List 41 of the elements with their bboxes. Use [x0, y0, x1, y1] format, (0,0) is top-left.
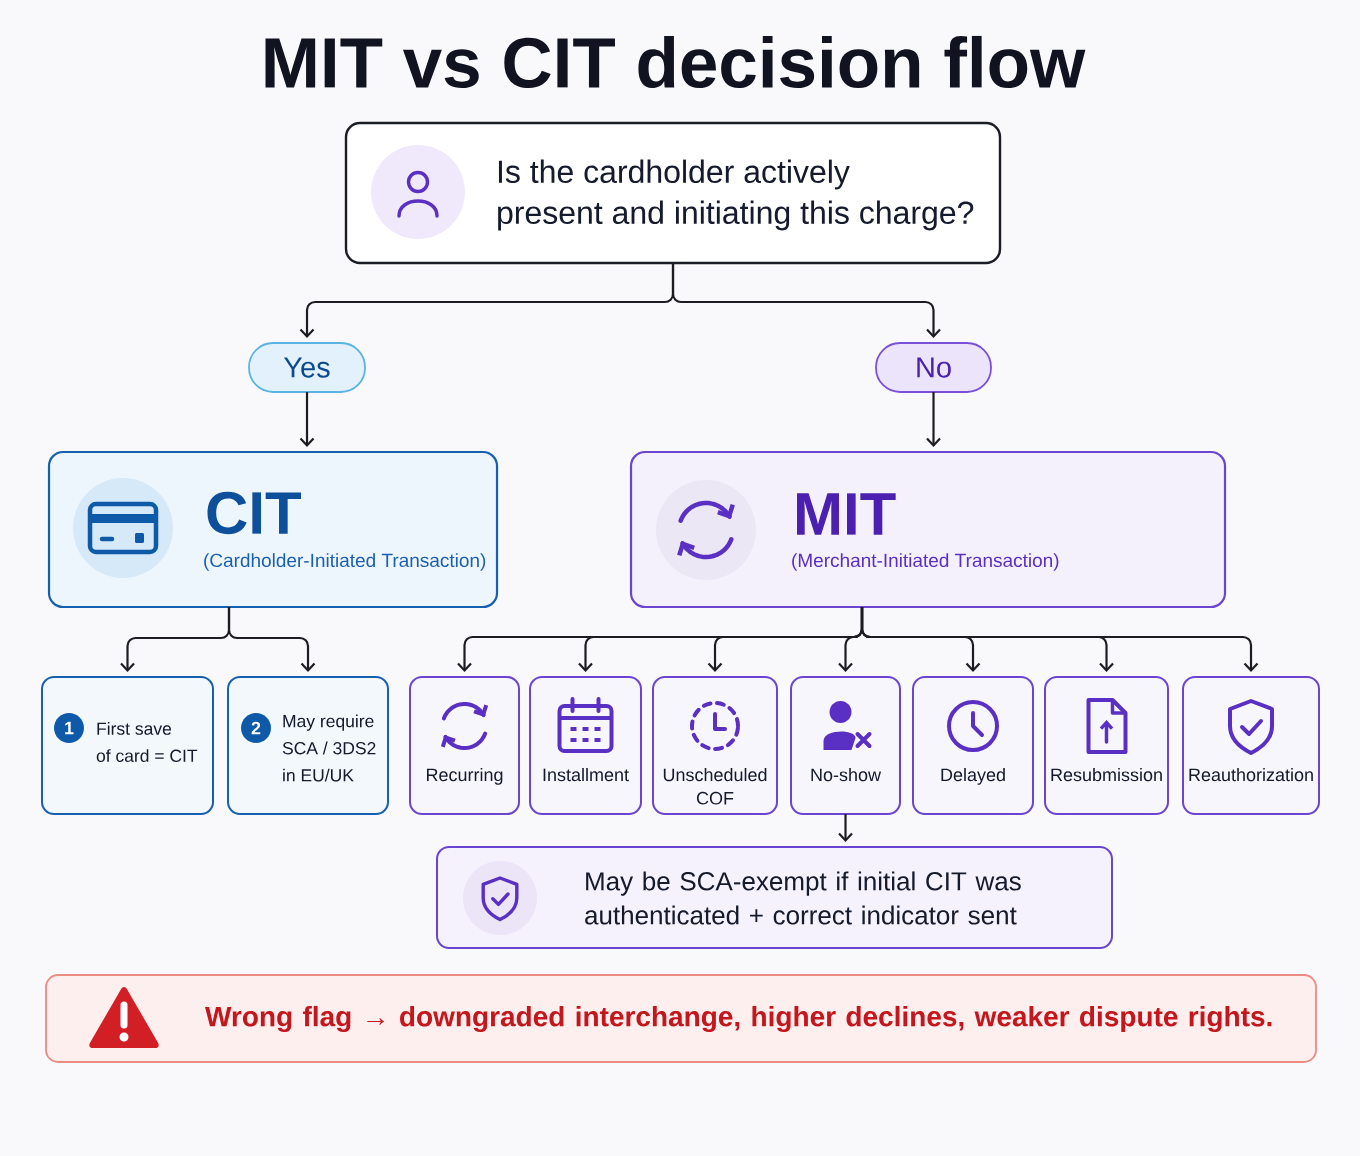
connector-arrow — [227, 607, 316, 672]
type-label: Installment — [543, 768, 629, 782]
question-text: Is the cardholder actively present and initiating this charge? — [498, 159, 974, 231]
type-label: Unscheduled COF — [663, 768, 767, 805]
connector-arrow — [860, 607, 1259, 672]
number-badge: 2 — [241, 713, 271, 743]
type-label: Delayed — [941, 768, 1005, 785]
type-card — [652, 676, 778, 815]
type-card — [409, 676, 520, 815]
warning-banner — [45, 974, 1317, 1063]
box-heading: MIT — [797, 493, 896, 535]
type-label: Reauthorization — [1189, 768, 1313, 782]
note-text: May require SCA / 3DS2 in EU/UK — [282, 714, 376, 782]
note-box — [436, 846, 1113, 949]
type-card — [912, 676, 1034, 815]
choice-pill: No — [875, 342, 992, 393]
connector-arrow — [926, 392, 941, 447]
title: MIT vs CIT decision flow — [265, 35, 1086, 89]
connector-arrow — [299, 392, 315, 447]
connector-arrow — [838, 814, 853, 842]
question-box — [344, 121, 1002, 265]
type-label: Resubmission — [1051, 768, 1162, 782]
type-card — [790, 676, 901, 815]
connector-arrow — [671, 263, 941, 338]
type-card — [1044, 676, 1169, 815]
type-card — [529, 676, 642, 815]
result-box — [629, 450, 1227, 609]
choice-pill: Yes — [248, 342, 366, 393]
note-card — [227, 676, 389, 815]
note-card — [41, 676, 214, 815]
type-label: Recurring — [427, 768, 503, 785]
note-text: May be SCA-exempt if initial CIT was authenticated + correct indicator sent — [585, 871, 1021, 925]
number-badge: 1 — [54, 713, 84, 743]
note-text: First save of card = CIT — [96, 722, 198, 762]
type-card — [1182, 676, 1320, 815]
type-label: No-show — [811, 768, 882, 782]
box-subtitle: (Cardholder-Initiated Transaction) — [204, 553, 486, 571]
box-heading: CIT — [207, 491, 301, 535]
result-box — [47, 450, 499, 609]
box-subtitle: (Merchant-Initiated Transaction) — [792, 553, 1059, 571]
warning-text: Wrong flag → downgraded interchange, higher declines, weaker dispute rights. — [205, 1005, 1272, 1033]
